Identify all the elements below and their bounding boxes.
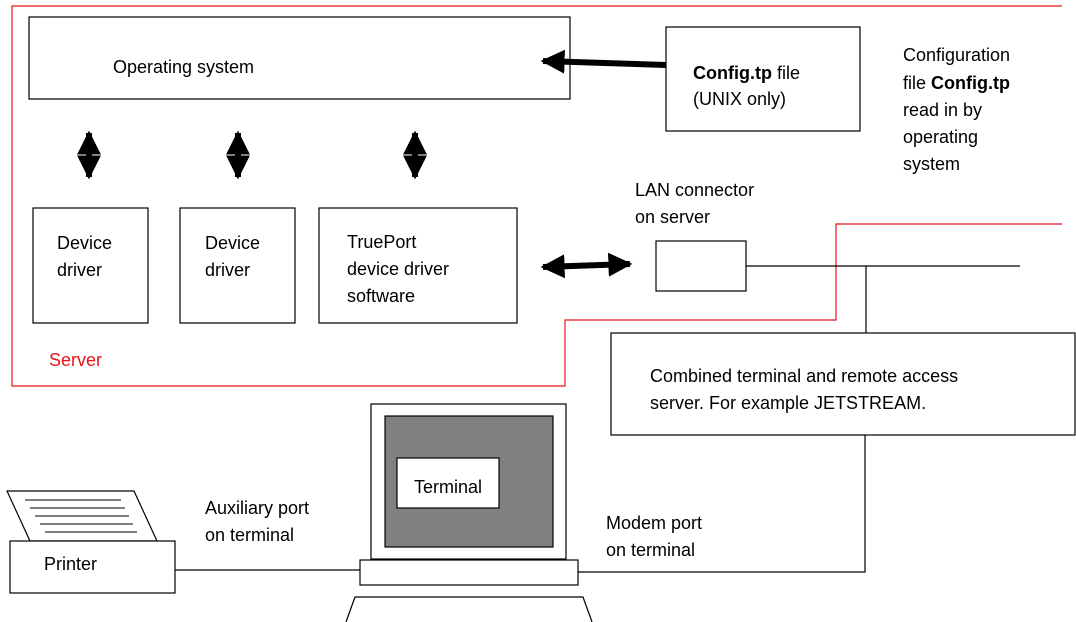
config-note-line3: read in by (903, 100, 983, 120)
config-note-line2: file Config.tp (903, 72, 1010, 94)
terminal-keyboard (345, 596, 593, 622)
modem-port-line2: on terminal (606, 540, 696, 560)
lan-connector-box (655, 240, 747, 292)
remote-access-server-box (610, 332, 1076, 436)
terminal-label-box (396, 457, 500, 509)
device-driver-2-line2: driver (205, 260, 251, 280)
lan-connector-label-line1: LAN connector (635, 180, 755, 200)
operating-system-box (28, 16, 571, 100)
config-file-unix-label: (UNIX only) (693, 89, 787, 109)
operating-system-label: Operating system (113, 57, 255, 77)
device-driver-2-line1: Device (205, 233, 261, 253)
config-note-line5: system (903, 154, 961, 174)
terminal-base (359, 559, 579, 586)
config-to-os-arrow (540, 49, 667, 74)
config-file-name: Config.tp (693, 63, 772, 83)
config-note-file-name: Config.tp (931, 73, 1010, 93)
remote-access-server-line1: Combined terminal and remote access (650, 366, 959, 386)
config-file-label: Config.tp file (693, 62, 800, 84)
device-driver-box-2 (179, 207, 296, 324)
terminal-label: Terminal (414, 477, 483, 497)
server-boundary (11, 5, 1062, 387)
trueport-line2: device driver (347, 259, 450, 279)
auxiliary-port-line2: on terminal (205, 525, 295, 545)
trueport-line3: software (347, 286, 416, 306)
device-driver-box-1 (32, 207, 149, 324)
lan-connector-label-line2: on server (635, 207, 711, 227)
modem-port-line1: Modem port (606, 513, 703, 533)
trueport-lan-arrow (540, 252, 633, 279)
device-driver-1-line1: Device (57, 233, 113, 253)
config-note-file-word: file (903, 73, 932, 93)
config-file-box (665, 26, 861, 132)
device-driver-1-line2: driver (57, 260, 103, 280)
auxiliary-port-line1: Auxiliary port (205, 498, 310, 518)
config-note-line4: operating (903, 127, 979, 147)
modem-line (578, 435, 866, 573)
terminal-computer (345, 403, 593, 622)
config-file-suffix: file (771, 63, 800, 83)
remote-access-server-line2: server. For example JETSTREAM. (650, 393, 927, 413)
printer-icon (6, 490, 176, 594)
printer-body (9, 540, 176, 594)
printer-label: Printer (44, 554, 98, 574)
trueport-box (318, 207, 518, 324)
server-label: Server (49, 350, 103, 370)
config-note-line1: Configuration (903, 45, 1011, 65)
trueport-line1: TruePort (347, 232, 417, 252)
